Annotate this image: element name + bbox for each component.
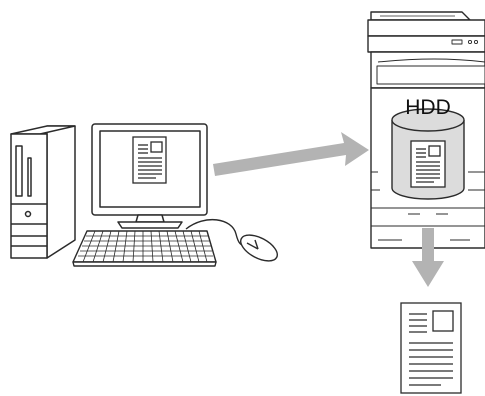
desktop-tower-icon	[11, 126, 75, 258]
document-icon	[133, 137, 166, 183]
printed-page-icon	[401, 303, 461, 393]
hdd-label: HDD	[405, 96, 451, 119]
arrow-right-icon	[213, 132, 369, 176]
document-icon	[411, 141, 445, 187]
keyboard-icon	[73, 231, 216, 266]
